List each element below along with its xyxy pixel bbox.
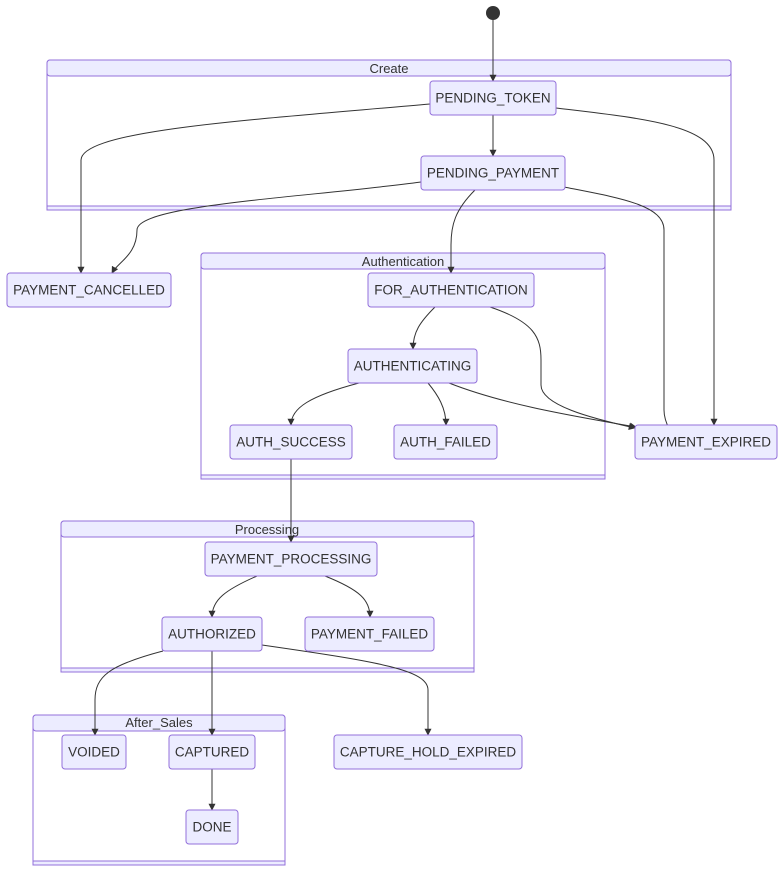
state-label-auth-failed: AUTH_FAILED [400, 435, 491, 450]
edge-payment-processing-to-payment-failed [324, 575, 374, 618]
edge-payment-processing-to-authorized [208, 575, 258, 618]
state-label-authenticating: AUTHENTICATING [354, 359, 472, 374]
cluster-title-authentication: Authentication [362, 254, 444, 269]
state-authorized: AUTHORIZED [161, 616, 263, 652]
state-label-auth-success: AUTH_SUCCESS [236, 435, 346, 450]
state-label-payment-expired: PAYMENT_EXPIRED [641, 435, 771, 450]
cluster-title-create: Create [369, 61, 408, 76]
cluster-title-processing: Processing [235, 522, 299, 537]
edge-pending-token-to-payment-expired [555, 107, 718, 426]
state-captured: CAPTURED [168, 734, 256, 770]
state-label-for-authentication: FOR_AUTHENTICATION [374, 283, 528, 298]
state-label-captured: CAPTURED [175, 745, 250, 760]
edge-pending-token-to-payment-cancelled [77, 103, 431, 274]
state-authenticating: AUTHENTICATING [347, 348, 478, 384]
edge-authorized-to-voided [91, 650, 164, 736]
state-label-voided: VOIDED [68, 745, 120, 760]
start-node [486, 6, 500, 20]
state-label-capture-hold-expired: CAPTURE_HOLD_EXPIRED [340, 745, 517, 760]
state-label-pending-payment: PENDING_PAYMENT [427, 166, 559, 181]
edge-authorized-to-capture-hold-expired [261, 644, 432, 736]
cluster-create: Create [46, 59, 732, 211]
state-label-authorized: AUTHORIZED [168, 627, 256, 642]
state-done: DONE [185, 809, 239, 845]
state-auth-failed: AUTH_FAILED [393, 424, 498, 460]
state-payment-expired: PAYMENT_EXPIRED [634, 424, 778, 460]
cluster-title-after-sales: After_Sales [125, 715, 193, 730]
state-payment-cancelled: PAYMENT_CANCELLED [6, 272, 172, 308]
state-capture-hold-expired: CAPTURE_HOLD_EXPIRED [333, 734, 523, 770]
state-payment-failed: PAYMENT_FAILED [304, 616, 435, 652]
state-payment-processing: PAYMENT_PROCESSING [204, 541, 378, 577]
edge-authenticating-to-auth-failed [427, 382, 450, 426]
state-label-done: DONE [192, 820, 231, 835]
edge-for-authentication-to-payment-expired [489, 306, 636, 431]
state-pending-token: PENDING_TOKEN [429, 80, 557, 116]
state-label-payment-cancelled: PAYMENT_CANCELLED [13, 283, 165, 298]
state-voided: VOIDED [61, 734, 127, 770]
edge-for-authentication-to-authenticating [409, 306, 436, 350]
edge-pending-payment-to-payment-cancelled [111, 181, 422, 274]
edge-authenticating-to-auth-success [287, 382, 360, 426]
edge-authenticating-to-payment-expired [448, 382, 637, 430]
edge-pending-payment-to-for-authentication [447, 189, 476, 274]
state-pending-payment: PENDING_PAYMENT [420, 155, 566, 191]
state-label-payment-failed: PAYMENT_FAILED [311, 627, 429, 642]
state-label-payment-processing: PAYMENT_PROCESSING [211, 552, 372, 567]
state-label-pending-token: PENDING_TOKEN [435, 91, 550, 106]
state-for-authentication: FOR_AUTHENTICATION [367, 272, 535, 308]
state-auth-success: AUTH_SUCCESS [229, 424, 353, 460]
